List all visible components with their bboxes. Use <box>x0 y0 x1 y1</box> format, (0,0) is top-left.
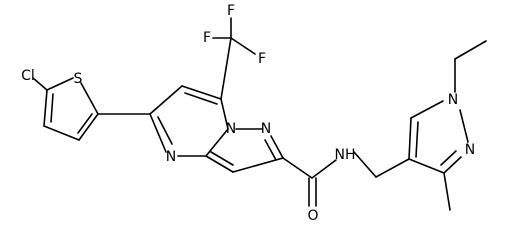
bond-c5-c6 <box>149 85 183 115</box>
bond-c5-n1 <box>410 100 444 119</box>
bond-c7-cf3 <box>220 37 232 100</box>
bond-c3-c3a-double <box>210 151 234 166</box>
bond-c3-c3a <box>205 155 234 173</box>
atom-nitrogen-pyrimidine: N <box>166 149 176 165</box>
bond-carbonyl-n <box>311 159 337 179</box>
atom-sulfur: S <box>74 71 83 87</box>
atom-chlorine: Cl <box>21 68 35 84</box>
bond-c2-c3 <box>232 157 284 173</box>
bond-c4-c5 <box>408 117 412 160</box>
atom-fluorine-right: F <box>258 51 266 67</box>
bond-n1-c2 <box>270 135 284 159</box>
atom-fluorine-top: F <box>227 3 235 19</box>
bond-n2-c3 <box>443 156 462 174</box>
bond-c4-c5-double <box>415 121 419 158</box>
bond-c3-c4 <box>408 158 445 174</box>
atom-nitrogen-pyrazole: N <box>261 121 271 137</box>
atom-nitrogen-ethyl-pyrazole-1: N <box>448 92 458 108</box>
bond-n-ch2 <box>353 151 377 178</box>
bond-thiophene-c5-s <box>46 77 74 91</box>
bond-cf3-f-right <box>230 37 256 55</box>
bond-thiophene-s-c2 <box>80 82 99 115</box>
bond-thiophene-c4-c3 <box>43 125 80 141</box>
bond-c7-n8 <box>220 98 229 130</box>
bond-thiophene-c3-c2-double <box>77 113 93 134</box>
bond-c3-methyl <box>443 172 451 211</box>
bond-n2-c3-double <box>440 150 457 166</box>
atom-nitrogen-ethyl-pyrazole-2: N <box>465 142 475 158</box>
bond-ethyl-ch3 <box>454 40 487 60</box>
bond-layer <box>32 17 487 211</box>
bond-c6-c7 <box>181 85 222 100</box>
bond-thiophene-c5-c4-double <box>50 93 54 123</box>
bond-n1-c2-double <box>264 139 277 161</box>
bond-thiophene-c5-c4 <box>43 89 48 127</box>
bond-ch2-c4 <box>375 158 410 178</box>
bond-c2-carbonyl <box>282 157 313 179</box>
label-layer: Cl S F F F N N N O NH N N <box>21 3 475 224</box>
bond-n4-c5 <box>149 113 167 153</box>
bond-thiophene-c3-c2 <box>78 113 99 141</box>
bond-n4-c5-double <box>157 116 173 145</box>
bond-cl-c <box>32 77 48 91</box>
atom-fluorine-left: F <box>203 30 211 46</box>
bond-c6-c7-double <box>184 92 218 105</box>
bond-n8-c3a <box>205 128 229 157</box>
atom-nitrogen-bridgehead: N <box>226 121 236 137</box>
molecule-structure: Cl S F F F N N N O NH N N <box>21 3 487 224</box>
bond-n1-n2 <box>459 109 469 143</box>
atom-oxygen-carbonyl: O <box>307 208 318 224</box>
atom-amide-nh: NH <box>335 147 356 163</box>
molecule-canvas: Cl S F F F N N N O NH N N <box>21 3 487 224</box>
